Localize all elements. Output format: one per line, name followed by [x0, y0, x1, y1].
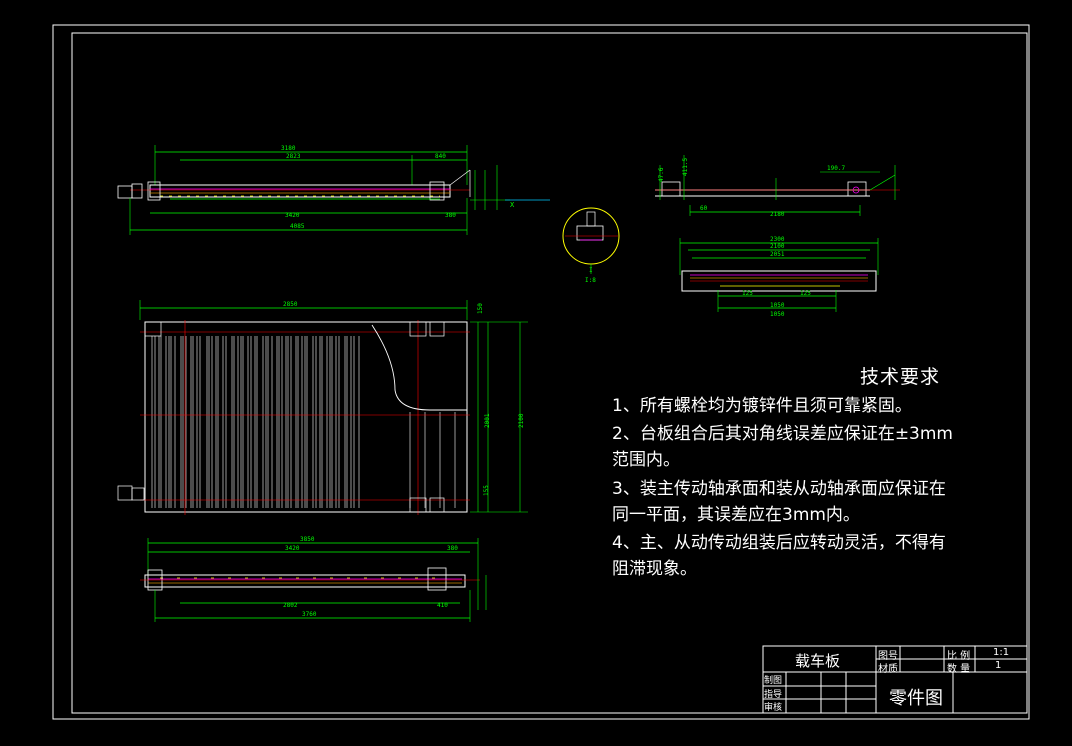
title-block-label-drawing-no: 图号: [878, 651, 898, 662]
title-block-label-drawn: 制图: [764, 676, 783, 686]
dim-plan-height: 2100: [518, 413, 525, 428]
title-block-label-material: 材质: [878, 664, 898, 675]
requirement-2-line-2: 范围内。: [612, 450, 680, 470]
title-block-part-name: 载车板: [795, 652, 841, 670]
plan-slats: [151, 336, 456, 508]
dim-plan-right-c: 155: [483, 485, 490, 496]
dim-bottom-left: 3420: [285, 545, 300, 552]
title-block-label-checked: 指导: [764, 690, 783, 700]
dim-arrow-label: X: [510, 201, 515, 209]
dim-bottom-lower: 2802: [283, 602, 298, 609]
dim-bottom-total: 3760: [302, 611, 317, 618]
dim-side-e: 60: [700, 205, 708, 212]
dim-end-c: 2051: [770, 251, 785, 258]
dim-side-b: 411.5: [682, 158, 689, 176]
dim-bottom-overall: 3850: [300, 536, 315, 543]
dim-end-d: 125: [742, 290, 753, 297]
dim-side-d: 2180: [770, 211, 785, 218]
detail-circle: I I:8: [562, 207, 620, 284]
dim-top-overall: 3180: [281, 145, 296, 152]
dim-side-a: 47.6: [658, 167, 665, 182]
detail-label: I: [589, 267, 593, 274]
sheet-outer-border: [52, 24, 1030, 720]
title-block-frame: [762, 645, 1028, 714]
title-block-quantity: 1: [995, 660, 1002, 671]
title-block-label-approved: 审核: [764, 703, 783, 713]
bottom-side-view: 3850 3420 380 2802 410 3760: [140, 536, 487, 622]
dim-top-lower-right: 380: [445, 212, 456, 219]
requirement-1: 1、所有螺栓均为镀锌件且须可靠紧固。: [612, 396, 912, 416]
title-block-label-scale: 比 例: [947, 651, 971, 662]
detail-scale: I:8: [585, 277, 596, 284]
dim-end-a: 2300: [770, 236, 785, 243]
title-block-drawing-type: 零件图: [889, 688, 943, 709]
dim-end-e: 125: [800, 290, 811, 297]
top-side-view: 3180 2823 840 3420 380 4085 X: [117, 145, 550, 235]
requirement-3-line-2: 同一平面，其误差应在3mm内。: [612, 505, 860, 525]
right-side-view: 2180 60 47.6 411.5 190.7: [655, 155, 900, 218]
dim-bottom-lower-right: 410: [437, 602, 448, 609]
dim-top-left: 2823: [286, 153, 301, 160]
dim-bottom-right: 380: [447, 545, 458, 552]
dim-top-right: 840: [435, 153, 446, 160]
requirement-4-line-1: 4、主、从动传动组装后应转动灵活，不得有: [612, 533, 946, 553]
requirement-2-line-1: 2、台板组合后其对角线误差应保证在±3mm: [612, 424, 953, 444]
dim-end-g: 1050: [770, 311, 785, 318]
title-block-label-quantity: 数 量: [947, 664, 971, 675]
sheet-inner-border: [71, 32, 1028, 714]
dim-side-c: 190.7: [827, 165, 845, 172]
dim-end-f: 1050: [770, 302, 785, 309]
technical-requirements-title: 技术要求: [860, 366, 941, 388]
dim-top-total: 4085: [290, 223, 305, 230]
requirement-4-line-2: 阻滞现象。: [612, 559, 697, 579]
dim-plan-right-b: 2001: [484, 413, 491, 428]
dim-end-b: 2100: [770, 243, 785, 250]
dim-plan-width: 2850: [283, 301, 298, 308]
dim-top-lower: 3420: [285, 212, 300, 219]
title-block-scale: 1:1: [993, 647, 1010, 658]
dim-plan-right-a: 150: [477, 303, 484, 314]
plan-view: 2850 150 2001 155 2100: [117, 300, 528, 515]
requirement-3-line-1: 3、装主传动轴承面和装从动轴承面应保证在: [612, 479, 946, 499]
end-view: 2300 2100 2051 125 125 1050 1050: [679, 236, 879, 318]
